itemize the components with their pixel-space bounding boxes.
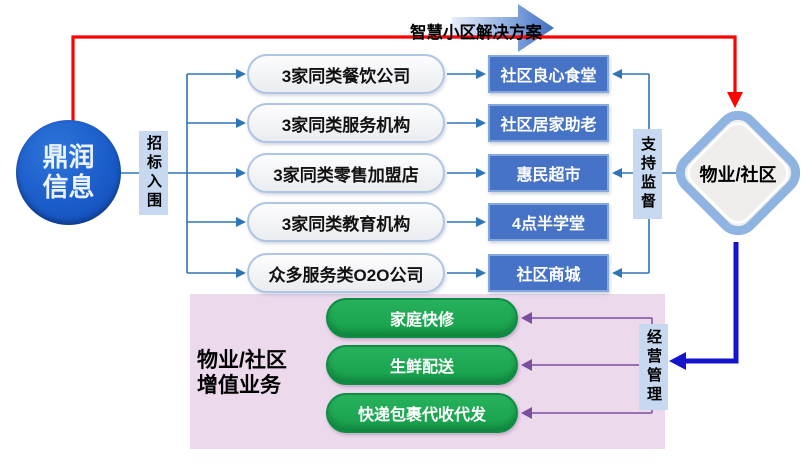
management-flow-line [686, 242, 739, 364]
partner-pill-o2o: 众多服务类O2O公司 [247, 253, 445, 293]
source-node-label-line1: 鼎润 [42, 141, 95, 172]
value-pill-home-repair: 家庭快修 [326, 298, 518, 338]
bidding-edge-label: 招标入围 [139, 131, 168, 215]
value-panel-title-line2: 增值业务 [197, 374, 281, 398]
supervision-arrowheads [612, 69, 622, 278]
partner-tree-arrowheads [236, 69, 486, 278]
source-node: 鼎润 信息 [16, 120, 121, 225]
service-box-canteen: 社区良心食堂 [488, 55, 609, 93]
management-arrowheads [521, 312, 532, 419]
solution-banner-arrow-icon [452, 4, 554, 52]
service-box-school: 4点半学堂 [488, 203, 609, 241]
partner-pill-restaurant: 3家同类餐饮公司 [247, 54, 445, 94]
management-edge-label: 经营管理 [639, 324, 668, 410]
management-flow-arrowhead [669, 352, 686, 370]
partner-pill-education: 3家同类教育机构 [247, 202, 445, 242]
supervision-edge-label: 支持监督 [633, 129, 662, 219]
management-lines [530, 317, 653, 414]
partner-pill-service: 3家同类服务机构 [247, 103, 445, 143]
solution-flow-arrowhead [727, 92, 743, 108]
value-panel-title: 物业/社区 增值业务 [197, 348, 347, 398]
solution-banner-label: 智慧小区解决方案 [410, 24, 542, 42]
source-node-label-line2: 信息 [42, 171, 95, 202]
service-box-supermarket: 惠民超市 [488, 154, 609, 192]
value-pill-fresh-delivery: 生鲜配送 [326, 345, 518, 385]
value-pill-parcel-service: 快递包裹代收代发 [326, 393, 518, 433]
community-node-label: 物业/社区 [699, 165, 777, 185]
community-node-shape [675, 110, 801, 236]
service-box-eldercare: 社区居家助老 [488, 104, 609, 142]
solution-flow-line [71, 35, 737, 121]
service-box-mall: 社区商城 [488, 254, 609, 292]
partner-pill-retail: 3家同类零售加盟店 [247, 153, 445, 193]
value-panel-title-line1: 物业/社区 [197, 349, 287, 372]
